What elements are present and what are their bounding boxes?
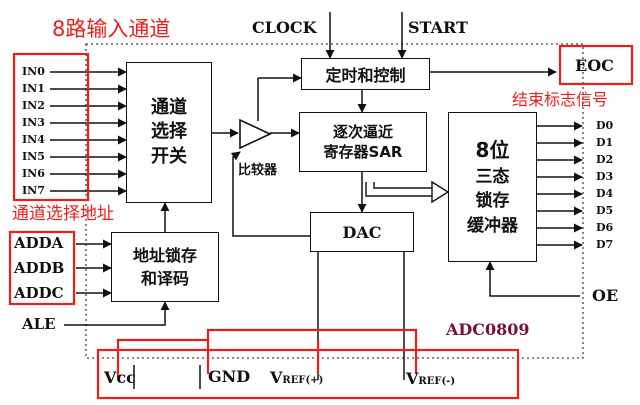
latch-line-2: 三态 — [475, 166, 510, 187]
pin-vcc: Vcc — [104, 368, 136, 387]
tristate-latch-block: 8位 三态 锁存 缓冲器 — [448, 112, 537, 262]
pin-addc: ADDC — [14, 284, 64, 302]
vref-minus-main: V — [406, 369, 419, 388]
pin-ale: ALE — [22, 315, 56, 333]
pin-in1: IN1 — [22, 82, 45, 95]
pin-vref-minus: VREF(-) — [406, 371, 455, 387]
highlight-inputs — [12, 52, 90, 202]
mux-line-3: 开关 — [151, 145, 187, 167]
timing-control-block: 定时和控制 — [301, 58, 430, 90]
pin-vref-plus: VREF(+) — [270, 370, 323, 386]
annotation-inputs: 8路输入通道 — [52, 17, 171, 41]
vref-minus-sub: REF(-) — [418, 376, 456, 387]
mux-line-2: 选择 — [151, 121, 187, 143]
vref-plus-main: V — [270, 368, 283, 387]
vref-plus-sub: REF(+) — [282, 375, 324, 386]
sar-block: 逐次逼近 寄存器SAR — [299, 112, 427, 172]
address-latch-block: 地址锁存 和译码 — [111, 232, 219, 302]
latch-line-4: 缓冲器 — [467, 215, 518, 236]
pin-adda: ADDA — [14, 234, 64, 252]
highlight-address — [8, 230, 76, 306]
pin-in0: IN0 — [22, 65, 45, 78]
pin-d0: D0 — [596, 119, 614, 132]
addr-latch-line-2: 和译码 — [140, 269, 189, 288]
pin-in5: IN5 — [22, 150, 45, 163]
pin-d3: D3 — [596, 170, 614, 183]
pin-d2: D2 — [596, 153, 614, 166]
pin-d5: D5 — [596, 204, 614, 217]
pin-eoc: EOC — [575, 56, 614, 75]
sar-line-1: 逐次逼近 — [332, 122, 393, 141]
highlight-power — [96, 348, 520, 400]
pin-in2: IN2 — [22, 99, 45, 112]
pin-in3: IN3 — [22, 116, 45, 129]
chip-name: ADC0809 — [446, 320, 530, 339]
pin-addb: ADDB — [14, 259, 65, 277]
pin-gnd: GND — [208, 367, 251, 386]
mux-line-1: 通道 — [151, 97, 187, 119]
pin-d7: D7 — [596, 238, 614, 251]
annotation-eoc: 结束标志信号 — [512, 90, 609, 109]
pin-in7: IN7 — [22, 184, 45, 197]
pin-d6: D6 — [596, 221, 614, 234]
latch-line-1: 8位 — [475, 137, 510, 162]
pin-start: START — [408, 18, 468, 37]
pin-oe: OE — [592, 286, 619, 305]
mux-block: 通道 选择 开关 — [126, 62, 212, 203]
sar-to-latch-arrow — [365, 180, 450, 204]
annotation-address: 通道选择地址 — [12, 204, 114, 224]
pin-in4: IN4 — [22, 133, 45, 146]
pin-clock: CLOCK — [252, 18, 317, 37]
highlight-eoc — [558, 44, 634, 86]
pin-d4: D4 — [596, 187, 614, 200]
sar-line-2: 寄存器SAR — [323, 143, 403, 161]
comparator-symbol — [239, 118, 272, 150]
addr-latch-line-1: 地址锁存 — [132, 245, 197, 265]
pin-d1: D1 — [596, 136, 614, 149]
dac-block: DAC — [310, 212, 414, 252]
pin-in6: IN6 — [22, 167, 45, 180]
latch-line-3: 锁存 — [475, 191, 510, 212]
comparator-label: 比较器 — [238, 163, 278, 178]
